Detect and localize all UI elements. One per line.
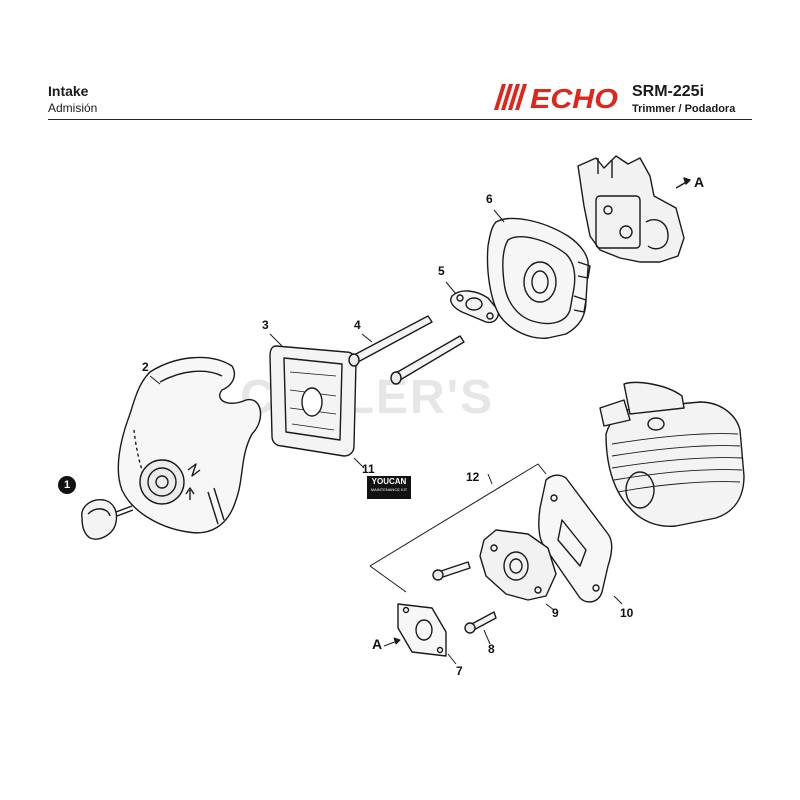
- section-title: Intake: [48, 83, 89, 99]
- part-guide-plate[interactable]: [450, 290, 500, 324]
- callout-3[interactable]: 3: [262, 318, 269, 332]
- part-insulator[interactable]: [479, 529, 557, 601]
- model-description: Trimmer / Podadora: [632, 103, 736, 115]
- callout-6[interactable]: 6: [486, 192, 493, 206]
- header-divider: [48, 119, 752, 120]
- callout-11[interactable]: 11: [362, 462, 375, 476]
- part-cylinder[interactable]: [599, 381, 745, 527]
- logo-stripes: [494, 84, 527, 110]
- kit-badge-you: YOU: [371, 477, 389, 486]
- part-air-cleaner-case[interactable]: [486, 217, 591, 339]
- section-subtitle: Admisión: [48, 101, 98, 115]
- part-gasket-large[interactable]: [538, 474, 613, 603]
- callout-12[interactable]: 12: [466, 470, 480, 484]
- callout-5[interactable]: 5: [438, 264, 445, 278]
- kit-bracket: [369, 463, 547, 593]
- leader-lines: [149, 209, 623, 665]
- model-number: SRM-225i: [632, 83, 705, 100]
- callout-9[interactable]: 9: [552, 606, 559, 620]
- callout-8[interactable]: 8: [488, 642, 495, 656]
- part-bolts[interactable]: [348, 315, 465, 385]
- callout-10[interactable]: 10: [620, 606, 634, 620]
- callout-1[interactable]: 1: [58, 476, 76, 494]
- model-info: SRM-225i Trimmer / Podadora: [632, 82, 735, 116]
- part-gasket-small[interactable]: [397, 603, 447, 657]
- kit-badge-can: CAN: [389, 477, 407, 486]
- callout-a-bottom[interactable]: A: [372, 636, 383, 652]
- brand-text: ECHO: [530, 83, 618, 112]
- part-bolt-lower[interactable]: [464, 611, 497, 634]
- callout-a-top[interactable]: A: [694, 174, 705, 190]
- maintenance-kit-badge[interactable]: YOUCAN MAINTENANCE KIT: [367, 476, 411, 499]
- part-air-filter[interactable]: [269, 345, 357, 457]
- part-air-cleaner-cover[interactable]: [117, 356, 262, 534]
- callout-4[interactable]: 4: [354, 318, 361, 332]
- part-carburetor[interactable]: [577, 155, 691, 263]
- page-heading: Intake Admisión: [48, 82, 97, 116]
- part-bolt-upper[interactable]: [432, 561, 471, 581]
- echo-logo: ECHO: [494, 83, 618, 112]
- part-knob[interactable]: [81, 499, 134, 540]
- kit-badge-caption: MAINTENANCE KIT: [370, 487, 408, 492]
- callout-7[interactable]: 7: [456, 664, 463, 678]
- callout-2[interactable]: 2: [142, 360, 149, 374]
